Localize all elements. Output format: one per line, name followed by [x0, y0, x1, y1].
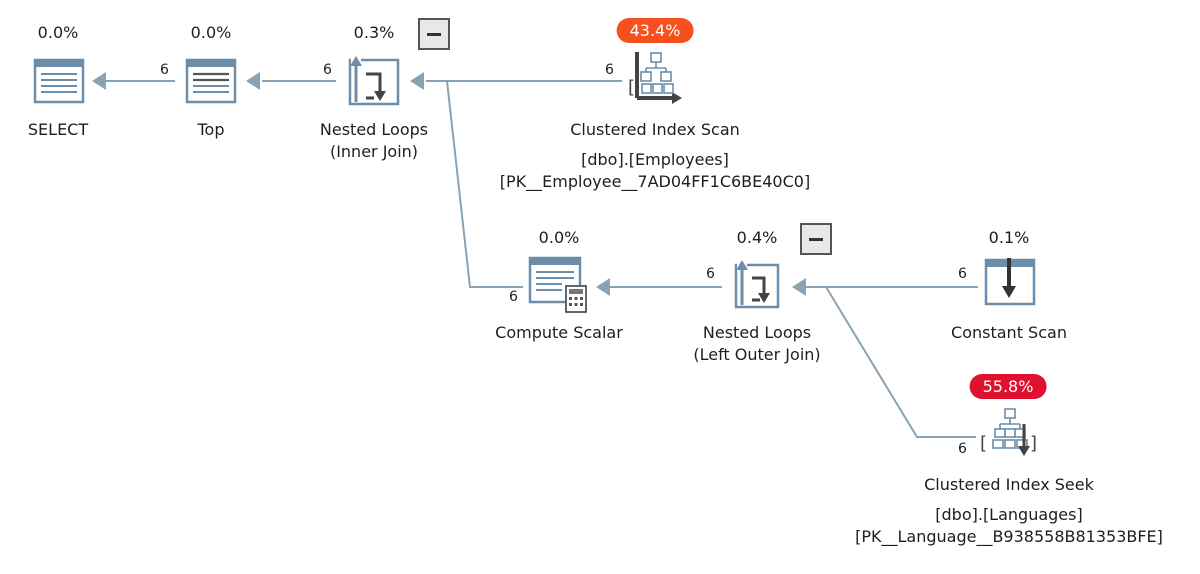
constant-scan-cost: 0.1% — [988, 228, 1030, 247]
nested-loops-icon[interactable] — [734, 260, 780, 309]
collapse-button[interactable] — [800, 223, 832, 255]
edge-row-count: 6 — [160, 62, 169, 78]
nested-loops-inner-cost: 0.3% — [353, 23, 395, 42]
edge-row-count: 6 — [958, 441, 967, 457]
plan-connectors — [104, 80, 978, 438]
svg-text:[: [ — [980, 433, 987, 454]
edge-row-count: 6 — [605, 62, 614, 78]
edge-row-count: 6 — [509, 289, 518, 305]
compute-scalar-icon[interactable] — [528, 256, 587, 313]
top-label: Top — [197, 120, 225, 139]
collapse-button[interactable] — [418, 18, 450, 50]
constant-scan-icon[interactable] — [984, 258, 1036, 306]
clustered-index-seek-cost-badge: 55.8% — [969, 374, 1047, 399]
nested-loops-icon[interactable] — [348, 56, 400, 106]
clustered-index-seek-icon[interactable]: [ ] — [980, 408, 1037, 456]
clustered-index-scan-label: Clustered Index Scan [dbo].[Employees] [… — [499, 120, 811, 191]
arrowhead — [792, 278, 806, 296]
top-icon[interactable] — [185, 58, 237, 104]
edge-row-count: 6 — [323, 62, 332, 78]
edge-row-count: 6 — [706, 266, 715, 282]
clustered-index-scan-icon[interactable]: [ — [628, 52, 682, 104]
select-cost: 0.0% — [37, 23, 79, 42]
clustered-index-scan-cost-badge: 43.4% — [616, 18, 694, 43]
svg-text:[: [ — [628, 77, 635, 98]
select-label: SELECT — [27, 120, 89, 139]
select-icon[interactable] — [33, 58, 85, 104]
arrowhead — [410, 72, 424, 90]
nested-loops-outer-label: Nested Loops (Left Outer Join) — [693, 323, 821, 364]
compute-scalar-label: Compute Scalar — [495, 323, 623, 342]
svg-text:]: ] — [1030, 433, 1037, 454]
compute-scalar-cost: 0.0% — [538, 228, 580, 247]
nested-loops-inner-label: Nested Loops (Inner Join) — [319, 120, 429, 161]
edge-row-count: 6 — [958, 266, 967, 282]
arrowhead — [246, 72, 260, 90]
constant-scan-label: Constant Scan — [951, 323, 1067, 342]
top-cost: 0.0% — [190, 23, 232, 42]
nested-loops-outer-cost: 0.4% — [736, 228, 778, 247]
arrowhead — [596, 278, 610, 296]
arrowhead — [92, 72, 106, 90]
clustered-index-seek-label: Clustered Index Seek [dbo].[Languages] [… — [855, 475, 1163, 546]
plan-arrowheads — [92, 72, 806, 296]
